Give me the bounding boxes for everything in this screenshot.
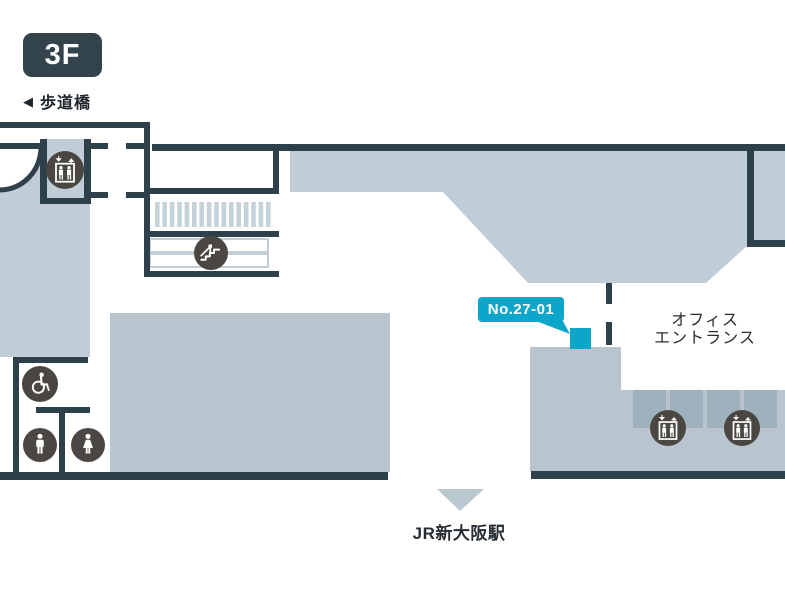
floor-areas [0,139,785,472]
elevator-alcove-bottom-wall [40,198,91,204]
bottom-wall-left [0,472,388,480]
bottom-wall-right [531,471,785,479]
mens-restroom-icon [23,428,57,462]
left-triangle-icon: ◀ [23,93,33,109]
stairwell-top-wall [150,188,279,194]
stairwell-right-wall [273,151,279,194]
walls [0,122,785,480]
elevator-shaft-blocks [633,390,777,428]
entrance-dash-wall [606,322,612,345]
elevator-alcove-left-wall [40,139,47,204]
stairwell-middle-wall [144,231,279,237]
signage-number-text: No.27-01 [487,301,555,318]
upper-right-room-area [754,151,785,240]
door-wall-segment [126,143,150,149]
signage-number-badge: No.27-01 [478,297,570,334]
door-wall-segment [91,143,108,149]
door-wall-segment [126,192,150,198]
restroom-left-wall [13,357,19,472]
staircase-bars [155,202,271,227]
escalator-icon [194,236,228,270]
left-concourse-area [0,139,90,357]
elevator-icon [724,410,760,446]
office-entrance-line1: オフィス [671,312,739,329]
elevator-icon [650,410,686,446]
floor-badge: 3F [23,33,102,77]
top-wall-left [0,122,150,128]
right-vertical-wall [747,144,754,247]
restroom-top-wall [13,357,88,363]
elevator-icon [46,151,84,189]
restroom-divider-horizontal [36,407,90,413]
entrance-dash-wall [606,283,612,304]
map-icons [22,151,760,462]
down-triangle-icon [437,489,484,511]
office-entrance-line2: エントランス [654,330,756,347]
station-label: JR新大阪駅 [412,524,506,543]
right-horizontal-wall [747,240,785,247]
long-vertical-wall [144,122,150,277]
signage-location-square [570,328,591,349]
office-entrance-label: オフィス エントランス [630,312,780,348]
corridor-lower-wall [0,143,41,149]
top-wall-right [152,144,785,151]
pedestrian-bridge-label: ◀ 歩道橋 [23,90,92,113]
womens-restroom-icon [71,428,105,462]
elevator-alcove-right-wall [84,139,91,204]
stairwell-bottom-wall [144,271,279,277]
pedestrian-bridge-text: 歩道橋 [40,95,92,112]
wheelchair-icon [22,366,58,402]
pedestrian-deck-area [290,151,747,283]
center-block-area [110,313,390,472]
restroom-divider-vertical [59,413,65,472]
door-wall-segment [91,192,108,198]
curved-wall [0,146,44,193]
